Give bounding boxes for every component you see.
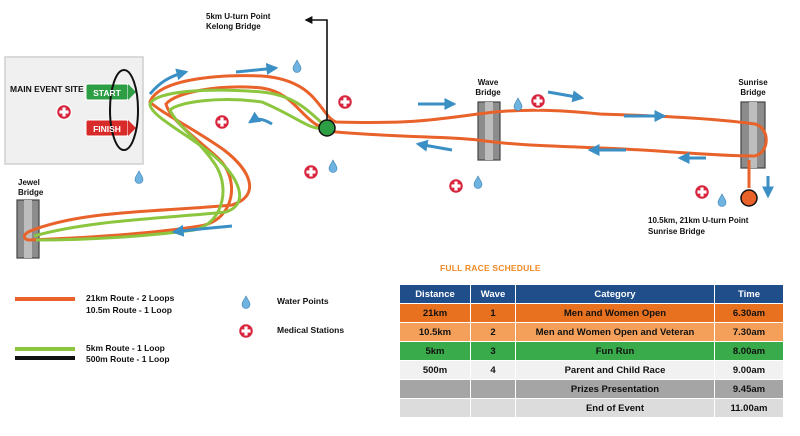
schedule-cell: 6.30am — [714, 303, 784, 323]
legend-500m: 500m Route - 1 Loop — [86, 354, 170, 364]
schedule-cell: 500m — [399, 360, 471, 380]
schedule-table: Distance Wave Category Time 21km 1 Men a… — [399, 284, 784, 418]
schedule-header-distance: Distance — [399, 284, 471, 304]
main-event-site-box — [4, 56, 144, 165]
schedule-cell: 2 — [470, 322, 516, 342]
legend-medical-stations: Medical Stations — [277, 325, 345, 335]
schedule-cell: 8.00am — [714, 341, 784, 361]
schedule-cell: 5km — [399, 341, 471, 361]
schedule-cell: 11.00am — [714, 398, 784, 418]
schedule-cell: 1 — [470, 303, 516, 323]
schedule-cell: Men and Women Open and Veteran — [515, 322, 715, 342]
schedule-header-wave: Wave — [470, 284, 516, 304]
schedule-cell: 21km — [399, 303, 471, 323]
schedule-cell: 3 — [470, 341, 516, 361]
legend-water-points: Water Points — [277, 296, 329, 306]
legend-black-line — [15, 356, 75, 360]
schedule-cell: Fun Run — [515, 341, 715, 361]
legend-green-line — [15, 347, 75, 351]
main-event-site-label: MAIN EVENT SITE — [10, 84, 84, 94]
table-row: 10.5km 2 Men and Women Open and Veteran … — [399, 322, 784, 342]
table-row: 5km 3 Fun Run 8.00am — [399, 341, 784, 361]
schedule-cell: 4 — [470, 360, 516, 380]
schedule-header-category: Category — [515, 284, 715, 304]
schedule-cell: 7.30am — [714, 322, 784, 342]
schedule-cell — [399, 379, 471, 399]
start-label: START — [93, 88, 121, 98]
uturn-21km-point — [740, 189, 758, 207]
schedule-cell: Men and Women Open — [515, 303, 715, 323]
medical-stations — [55, 92, 711, 201]
schedule-cell: 9.00am — [714, 360, 784, 380]
wave-bridge-label: Wave Bridge — [475, 78, 501, 97]
uturn-21km-label-line2: Sunrise Bridge — [648, 227, 705, 236]
direction-arrows — [148, 62, 774, 237]
route-21km-outer — [27, 74, 756, 234]
legend-10km: 10.5m Route - 1 Loop — [86, 305, 172, 315]
schedule-cell: 10.5km — [399, 322, 471, 342]
schedule-header-time: Time — [714, 284, 784, 304]
uturn-5km-point — [318, 119, 336, 137]
table-row: 21km 1 Men and Women Open 6.30am — [399, 303, 784, 323]
schedule-cell: End of Event — [515, 398, 715, 418]
legend-21km: 21km Route - 2 Loops — [86, 293, 175, 303]
table-row: 500m 4 Parent and Child Race 9.00am — [399, 360, 784, 380]
schedule-cell — [470, 398, 516, 418]
legend-5km: 5km Route - 1 Loop — [86, 343, 165, 353]
sunrise-bridge-label: Sunrise Bridge — [738, 78, 768, 97]
table-row: End of Event 11.00am — [399, 398, 784, 418]
uturn-5km-label-line1: 5km U-turn Point — [206, 12, 271, 21]
start-finish-highlight — [109, 69, 139, 151]
schedule-cell: Parent and Child Race — [515, 360, 715, 380]
legend-water-icon — [241, 295, 251, 309]
schedule-cell — [470, 379, 516, 399]
jewel-bridge-label: Jewel Bridge — [18, 178, 44, 197]
legend-medical-icon — [237, 322, 255, 340]
finish-label: FINISH — [93, 124, 121, 134]
legend-orange-line — [15, 297, 75, 301]
table-row: Prizes Presentation 9.45am — [399, 379, 784, 399]
schedule-cell: 9.45am — [714, 379, 784, 399]
schedule-title: FULL RACE SCHEDULE — [440, 263, 541, 273]
schedule-cell: Prizes Presentation — [515, 379, 715, 399]
uturn-21km-label-line1: 10.5km, 21km U-turn Point — [648, 216, 749, 225]
uturn-5km-label-line2: Kelong Bridge — [206, 22, 261, 31]
schedule-cell — [399, 398, 471, 418]
